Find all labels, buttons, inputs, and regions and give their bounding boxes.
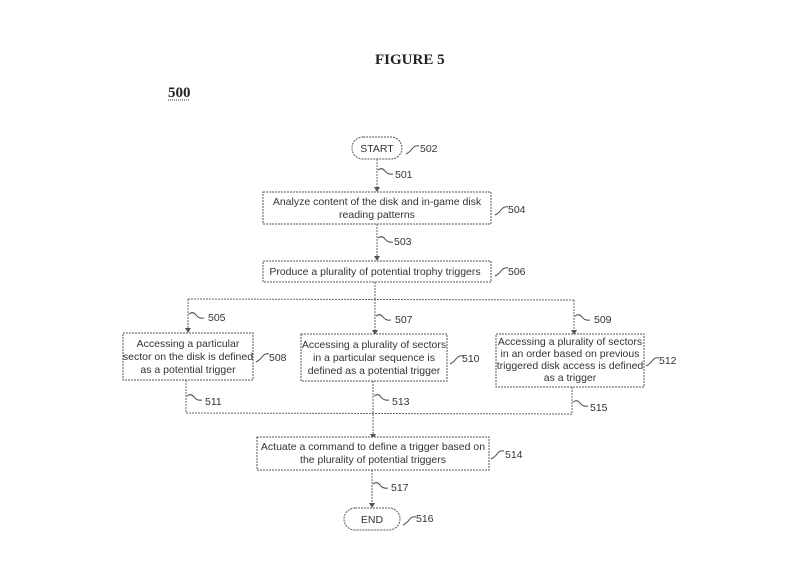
actuate-box: Actuate a command to define a trigger ba… [256,436,490,471]
arrowhead-icon [185,328,191,333]
branch-middle-line1: Accessing a plurality of sectors [302,339,446,351]
ref-leader-508 [255,353,270,363]
arrowhead-icon [372,330,378,335]
ref-506: 506 [508,266,526,278]
ref-507: 507 [395,314,413,326]
analyze-box: Analyze content of the disk and in-game … [262,191,492,225]
ref-leader-517 [372,482,389,489]
ref-510: 510 [462,353,480,365]
ref-509: 509 [594,314,612,326]
analyze-text-line2: reading patterns [339,209,415,221]
ref-leader-512 [645,357,660,367]
start-label: START [360,143,394,155]
merge-bar [185,412,573,415]
branch-right-line3: triggered disk access is defined [497,360,644,372]
ref-517: 517 [391,482,409,494]
ref-504: 504 [508,204,526,216]
split-bar [187,298,575,301]
ref-leader-515 [572,400,589,407]
ref-515: 515 [590,402,608,414]
ref-512: 512 [659,355,677,367]
ref-leader-507 [375,314,392,321]
branch-right-box: Accessing a plurality of sectors in an o… [495,333,645,388]
actuate-text-line2: the plurality of potential triggers [300,454,446,466]
branch-middle-line2: in a particular sequence is [313,352,435,364]
ref-501: 501 [395,169,413,181]
actuate-text-line1: Actuate a command to define a trigger ba… [261,441,485,453]
end-terminal: END [343,507,401,531]
arrowhead-icon [374,187,380,192]
start-terminal: START [351,136,403,160]
branch-left-line2: sector on the disk is defined [123,351,253,363]
ref-leader-502 [405,145,420,155]
branch-left-box: Accessing a particular sector on the dis… [122,332,254,381]
analyze-text-line1: Analyze content of the disk and in-game … [273,196,482,208]
ref-leader-511 [186,394,203,401]
ref-511: 511 [205,396,222,408]
ref-leader-501 [377,168,394,175]
ref-502: 502 [420,143,438,155]
branch-middle-box: Accessing a plurality of sectors in a pa… [300,333,448,382]
ref-leader-509 [574,314,591,321]
branch-right-line4: as a trigger [544,372,597,384]
produce-box: Produce a plurality of potential trophy … [262,260,492,283]
branch-left-line3: as a potential trigger [140,364,236,376]
ref-503: 503 [394,236,412,248]
figure-title: FIGURE 5 [375,52,445,68]
figure-number: 500 [168,85,191,101]
ref-leader-504 [494,206,509,216]
ref-516: 516 [416,513,434,525]
ref-513: 513 [392,396,410,408]
ref-508: 508 [269,352,287,364]
ref-leader-503 [377,236,394,243]
ref-505: 505 [208,312,226,324]
ref-leader-506 [494,267,509,277]
arrowhead-icon [374,256,380,261]
ref-leader-513 [373,394,390,401]
arrowhead-icon [571,330,577,335]
ref-514: 514 [505,449,523,461]
ref-leader-510 [449,355,464,365]
end-label: END [361,514,384,526]
produce-text: Produce a plurality of potential trophy … [269,266,480,278]
ref-leader-514 [490,450,505,460]
branch-middle-line3: defined as a potential trigger [308,365,441,377]
branch-right-line2: in an order based on previous [501,348,640,360]
branch-left-line1: Accessing a particular [137,338,240,350]
branch-right-line1: Accessing a plurality of sectors [498,336,642,348]
ref-leader-516 [402,516,417,526]
ref-leader-505 [188,312,205,319]
arrowhead-icon [369,503,375,508]
